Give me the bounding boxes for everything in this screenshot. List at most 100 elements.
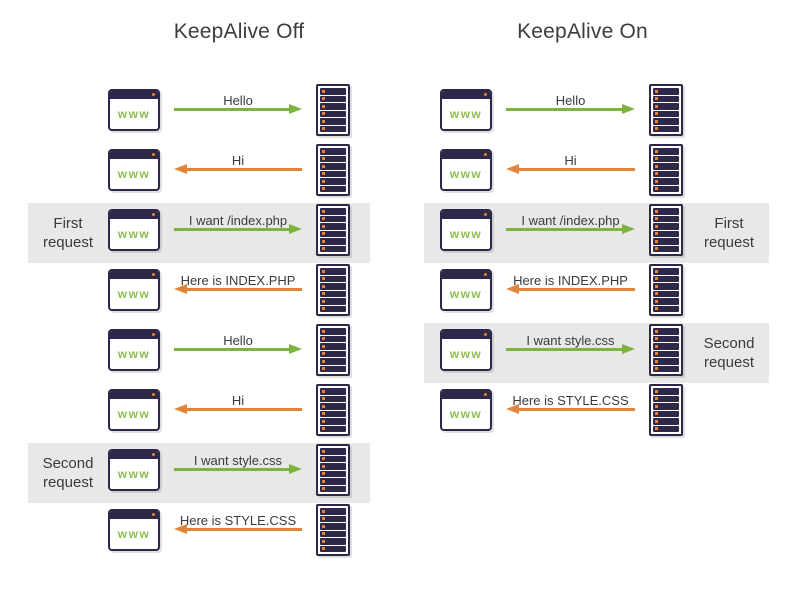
server-icon	[649, 144, 683, 196]
server-cell	[316, 384, 356, 436]
server-slot	[320, 365, 346, 372]
server-led-icon	[655, 239, 658, 243]
browser-window-icon: www	[108, 149, 160, 191]
server-slot	[320, 238, 346, 245]
server-led-icon	[655, 337, 658, 341]
server-slot	[320, 388, 346, 395]
message-row: First request www I want /index.php	[28, 203, 370, 263]
server-slot	[320, 478, 346, 485]
server-slot	[320, 538, 346, 545]
server-led-icon	[322, 412, 325, 416]
server-led-icon	[655, 104, 658, 108]
server-led-icon	[655, 232, 658, 236]
server-slot	[653, 125, 679, 132]
server-slot	[320, 350, 346, 357]
arrow-head-icon	[174, 284, 187, 294]
server-led-icon	[655, 164, 658, 168]
server-slot	[320, 230, 346, 237]
server-slot	[320, 358, 346, 365]
server-slot	[320, 463, 346, 470]
server-slot	[653, 425, 679, 432]
server-led-icon	[655, 224, 658, 228]
server-led-icon	[655, 397, 658, 401]
browser-titlebar	[110, 151, 158, 159]
server-slot	[653, 350, 679, 357]
server-slot	[320, 170, 346, 177]
server-led-icon	[322, 404, 325, 408]
server-slot	[320, 148, 346, 155]
browser-window-icon: www	[440, 209, 492, 251]
server-cell	[649, 324, 689, 376]
message-lane: I want /index.php	[492, 203, 649, 263]
arrow-head-icon	[289, 104, 302, 114]
arrow-line	[174, 228, 292, 231]
server-led-icon	[322, 509, 325, 513]
server-slot	[653, 103, 679, 110]
server-led-icon	[655, 359, 658, 363]
server-icon	[649, 204, 683, 256]
message-row: www Hello	[424, 83, 769, 143]
message-label: Hello	[223, 93, 253, 108]
arrow-head-icon	[506, 164, 519, 174]
message-row: www Here is INDEX.PHP	[28, 263, 370, 323]
server-cell	[649, 144, 689, 196]
server-led-icon	[322, 359, 325, 363]
browser-dot-icon	[484, 93, 487, 96]
browser-titlebar	[442, 151, 490, 159]
server-cell	[649, 264, 689, 316]
browser-window-icon: www	[108, 509, 160, 551]
message-row: www Hello	[28, 83, 370, 143]
server-cell	[649, 84, 689, 136]
server-led-icon	[322, 427, 325, 431]
server-led-icon	[655, 419, 658, 423]
message-arrow	[506, 104, 635, 115]
browser-dot-icon	[152, 153, 155, 156]
server-led-icon	[655, 352, 658, 356]
message-label: I want style.css	[193, 453, 283, 468]
message-row: www Hi	[424, 143, 769, 203]
browser-dot-icon	[484, 153, 487, 156]
server-slot	[653, 418, 679, 425]
arrow-head-icon	[174, 404, 187, 414]
server-slot	[653, 403, 679, 410]
server-slot	[320, 523, 346, 530]
message-lane: Hi	[160, 383, 316, 443]
server-led-icon	[322, 247, 325, 251]
message-arrow	[506, 404, 635, 415]
message-label: Here is STYLE.CSS	[179, 513, 297, 528]
server-cell	[316, 264, 356, 316]
browser-window-icon: www	[108, 389, 160, 431]
arrow-line	[506, 348, 625, 351]
server-led-icon	[322, 397, 325, 401]
server-led-icon	[322, 119, 325, 123]
server-led-icon	[655, 269, 658, 273]
arrow-head-icon	[506, 284, 519, 294]
server-led-icon	[655, 209, 658, 213]
server-slot	[320, 208, 346, 215]
message-arrow	[174, 464, 302, 475]
message-lane: Hello	[160, 323, 316, 383]
server-led-icon	[322, 464, 325, 468]
server-led-icon	[322, 307, 325, 311]
server-led-icon	[322, 224, 325, 228]
server-icon	[316, 444, 350, 496]
server-led-icon	[655, 149, 658, 153]
server-slot	[320, 455, 346, 462]
browser-titlebar	[442, 391, 490, 399]
browser-window-icon: www	[108, 209, 160, 251]
server-slot	[320, 328, 346, 335]
server-slot	[653, 335, 679, 342]
server-led-icon	[322, 112, 325, 116]
server-slot	[320, 485, 346, 492]
server-led-icon	[322, 472, 325, 476]
server-led-icon	[322, 127, 325, 131]
server-led-icon	[322, 457, 325, 461]
browser-www-label: www	[449, 167, 483, 181]
server-led-icon	[655, 307, 658, 311]
server-slot	[653, 148, 679, 155]
browser-dot-icon	[152, 93, 155, 96]
side-label-right: First request	[703, 214, 755, 252]
message-rows: www Hello www	[28, 83, 370, 563]
server-led-icon	[322, 479, 325, 483]
